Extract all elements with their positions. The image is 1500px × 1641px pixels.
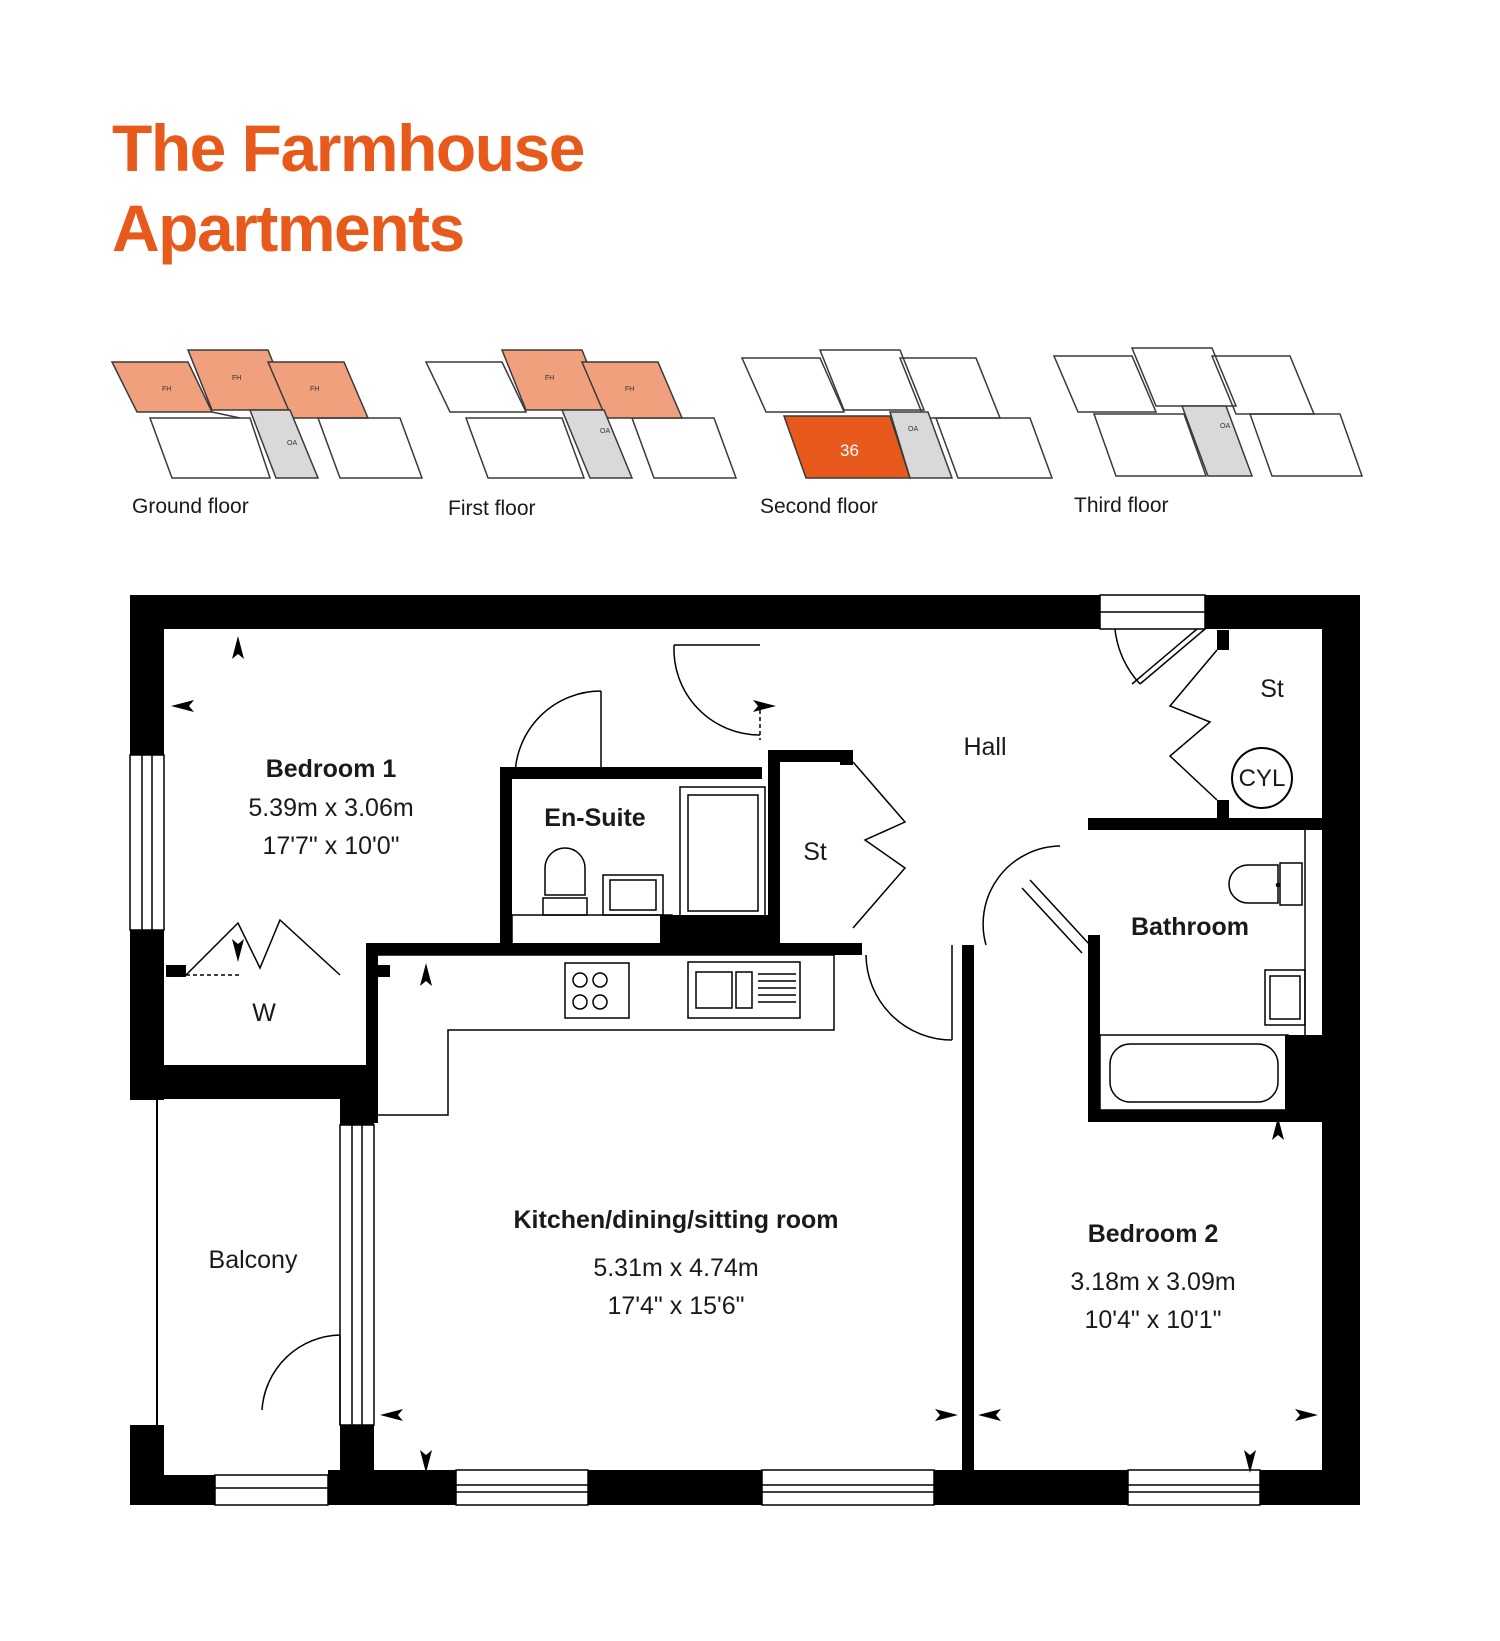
room-name-kitchen: Kitchen/dining/sitting room (514, 1206, 839, 1234)
room-name-balcony: Balcony (209, 1246, 298, 1274)
key-block-oa (248, 409, 320, 479)
room-size-imperial: 17'4" x 15'6" (607, 1292, 744, 1320)
page-title: The Farmhouse Apartments (112, 108, 585, 268)
bathroom-fixtures (1099, 830, 1306, 1111)
room-labels: Bedroom 1 5.39m x 3.06m 17'7" x 10'0" En… (209, 675, 1286, 1334)
cylinder-symbol (1231, 747, 1293, 809)
key-plan-second-floor[interactable]: 36 OA Second floor (740, 349, 1054, 518)
key-plan-third-floor[interactable]: OA Third floor (1052, 347, 1364, 517)
key-block-oa (888, 411, 954, 479)
room-size-imperial: 10'4" x 10'1" (1084, 1306, 1221, 1334)
room-name-bedroom-1: Bedroom 1 (266, 755, 397, 783)
key-block-oa (560, 409, 634, 479)
walls (130, 595, 1360, 1505)
key-label: FH (162, 386, 171, 393)
key-label: OA (908, 426, 918, 433)
key-label: FH (545, 375, 554, 382)
cylinder-label: CYL (1239, 765, 1286, 792)
room-name-store-top: St (1260, 675, 1284, 703)
floor-plan: Bedroom 1 5.39m x 3.06m 17'7" x 10'0" En… (129, 594, 1360, 1506)
ensuite-fixtures (511, 786, 766, 946)
kitchen-worktop (378, 954, 835, 1116)
key-block-oa (1180, 405, 1254, 477)
key-plan-label: Ground floor (132, 495, 249, 518)
room-name-wardrobe: W (252, 999, 276, 1027)
doors (185, 628, 1218, 1425)
room-size-metric: 5.39m x 3.06m (248, 794, 413, 822)
room-size-metric: 3.18m x 3.09m (1070, 1268, 1235, 1296)
title-line-1: The Farmhouse (112, 111, 585, 185)
key-label: FH (625, 386, 634, 393)
key-label: FH (232, 375, 241, 382)
dimension-arrows (171, 636, 1318, 1473)
key-plan-label: First floor (448, 497, 536, 520)
room-name-en-suite: En-Suite (544, 804, 645, 832)
key-block-fh-2 (580, 361, 684, 419)
key-label: OA (1220, 423, 1230, 430)
room-size-metric: 5.31m x 4.74m (593, 1254, 758, 1282)
unit-number-label: 36 (840, 441, 859, 460)
room-name-store: St (803, 838, 827, 866)
key-label: OA (600, 428, 610, 435)
key-label: FH (310, 386, 319, 393)
key-label: OA (287, 440, 297, 447)
room-size-imperial: 17'7" x 10'0" (262, 832, 399, 860)
key-plan-ground-floor[interactable]: FH FH FH OA Ground floor (110, 349, 424, 518)
room-name-bathroom: Bathroom (1131, 913, 1249, 941)
key-plan-label: Second floor (760, 495, 878, 518)
room-name-hall: Hall (963, 733, 1006, 761)
room-name-bedroom-2: Bedroom 2 (1088, 1220, 1219, 1248)
key-plan-label: Third floor (1074, 494, 1169, 517)
key-plan-first-floor[interactable]: FH FH OA First floor (424, 349, 738, 520)
title-line-2: Apartments (112, 191, 465, 265)
windows (129, 594, 1261, 1506)
